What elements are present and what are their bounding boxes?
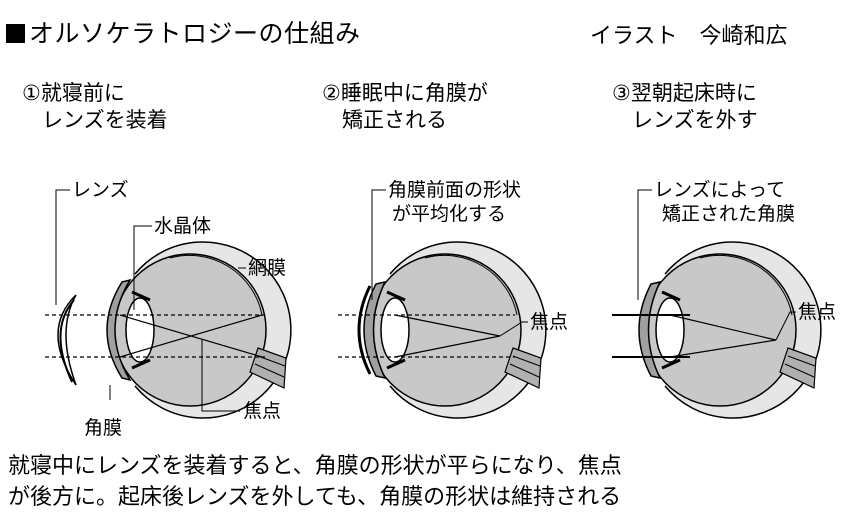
eye-1-crystalline-lens [125, 297, 155, 363]
step-2-line-1: ②睡眠中に角膜が [322, 81, 488, 105]
step-2-heading: ②睡眠中に角膜が 矯正される [322, 80, 488, 134]
eye-1 [45, 189, 292, 419]
eye-2-ray-1 [394, 314, 501, 337]
step-1-line-1: ①就寝前に [22, 81, 125, 105]
eye-1-ray-cross-2 [119, 314, 263, 358]
eye-3-ray-2 [669, 339, 777, 358]
eye-2-cornea [363, 280, 387, 380]
leader-focus-2 [499, 321, 528, 337]
label-corrected-line-2: 矯正された角膜 [662, 203, 796, 225]
eye-2-ray-2 [394, 335, 501, 358]
eye-1-optic-nerve [249, 347, 287, 389]
label-corrected-line-1: レンズによって [654, 179, 786, 201]
leader-focus-3 [775, 311, 796, 341]
eye-2-contact-lens [357, 285, 372, 375]
eye-1-cornea [106, 278, 132, 382]
caption-line-2: が後方に。起床後レンズを外しても、角膜の形状は維持される [8, 485, 622, 510]
eye-3-cornea [638, 280, 662, 380]
label-focus-3: 焦点 [798, 301, 837, 323]
label-cornea: 角膜 [84, 417, 123, 439]
caption: 就寝中にレンズを装着すると、角膜の形状が平らになり、焦点 が後方に。起床後レンズ… [8, 451, 622, 513]
illustration-credit: イラスト 今崎和広 [590, 24, 788, 49]
label-corrected-cornea: レンズによって 矯正された角膜 [654, 178, 795, 226]
eye-2-crystalline-lens [380, 297, 410, 363]
eye-2-optic-nerve [504, 347, 542, 389]
label-corneal-front-line-2: が平均化する [392, 203, 507, 225]
label-lens: レンズ [72, 179, 129, 201]
eye-3-ray-1 [669, 314, 777, 341]
leader-corneal-front [371, 189, 386, 300]
eye-3-optic-nerve [779, 347, 817, 389]
step-1-heading: ①就寝前に レンズを装着 [22, 80, 168, 134]
step-2-line-2: 矯正される [342, 108, 447, 132]
label-corneal-front: 角膜前面の形状 が平均化する [388, 178, 521, 226]
page-title: オルソケラトロジーの仕組み [6, 14, 361, 50]
step-3-line-2: レンズを外す [632, 108, 758, 132]
caption-line-1: 就寝中にレンズを装着すると、角膜の形状が平らになり、焦点 [8, 454, 622, 479]
eye-1-contact-lens [57, 294, 77, 386]
leader-corrected-cornea [637, 189, 652, 300]
label-crystalline-lens: 水晶体 [154, 215, 212, 237]
eye-2 [338, 189, 547, 419]
label-retina: 網膜 [248, 257, 287, 279]
page-title-text: オルソケラトロジーの仕組み [29, 19, 361, 48]
eye-1-retina-line [169, 254, 263, 316]
square-bullet-icon [6, 24, 25, 43]
leader-focus-1 [201, 340, 240, 412]
leader-crystalline-lens [133, 225, 152, 310]
label-focus-2: 焦点 [530, 311, 569, 333]
eye-3 [612, 189, 822, 419]
step-3-heading: ③翌朝起床時に レンズを外す [612, 80, 758, 134]
step-1-line-2: レンズを装着 [42, 108, 168, 132]
step-3-line-1: ③翌朝起床時に [612, 81, 757, 105]
label-focus-1: 焦点 [243, 400, 282, 422]
leader-lens [55, 189, 70, 305]
eye-3-crystalline-lens [655, 297, 685, 363]
label-corneal-front-line-1: 角膜前面の形状 [388, 179, 522, 201]
